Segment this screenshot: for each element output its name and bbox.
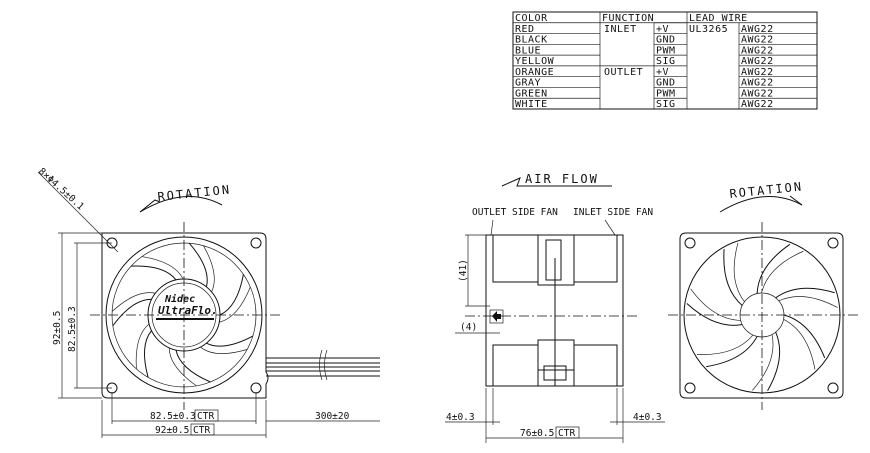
wire-table-gauge-cell: AWG22 <box>741 78 774 89</box>
dim-41: (41) <box>458 259 469 282</box>
fan-blade <box>767 332 781 392</box>
width-pitch-dim: 82.5±0.3 <box>150 411 196 422</box>
front-view: Nidec UltraFlo. ROTATION 8×Φ4.5±0.1 92±0… <box>36 166 380 438</box>
wire-table-side-cell: INLET <box>604 24 637 35</box>
fan-blade <box>131 265 177 281</box>
outlet-side-label: OUTLET SIDE FAN <box>472 207 558 218</box>
airflow-label: AIR FLOW <box>525 172 599 186</box>
wire-table-signal-cell: GND <box>656 78 676 89</box>
lead-length-dim: 300±20 <box>315 411 350 422</box>
wire-table-signal-cell: PWM <box>656 88 676 99</box>
ctr-box: CTR <box>558 428 575 439</box>
right-offset-dim: 4±0.3 <box>633 412 662 423</box>
fan-blade-edge <box>219 286 251 323</box>
wire-table-color-cell: BLUE <box>515 45 541 56</box>
nidec-ultraflo-logo: Nidec UltraFlo. <box>156 293 218 320</box>
fan-blade-edge <box>697 334 754 355</box>
fan-blade-edge <box>783 319 816 370</box>
fan-blade <box>723 249 743 306</box>
fan-blade-edge <box>141 256 184 280</box>
fan-blade-edge <box>168 347 197 387</box>
height-pitch-dim: 82.5±0.3 <box>67 306 78 352</box>
rotation-arrow <box>139 196 223 213</box>
wire-table-color-cell: BLACK <box>515 35 548 46</box>
wire-table-signal-cell: +V <box>656 24 669 35</box>
rotation-label-front: ROTATION <box>157 182 232 204</box>
fan-blade <box>756 243 791 294</box>
fan-blade-edge <box>761 250 804 294</box>
width-outer-dim: 92±0.5 <box>155 425 189 436</box>
fan-blade <box>188 242 208 287</box>
wire-table-color-cell: GREEN <box>515 88 548 99</box>
wire-table-gauge-cell: AWG22 <box>741 56 774 67</box>
depth-dim: 76±0.5 <box>520 428 554 439</box>
wire-table-gauge-cell: AWG22 <box>741 45 774 56</box>
wire-table: COLOR FUNCTION LEAD WIRE RED INLET +V UL326… <box>512 11 818 110</box>
fan-blade-edge <box>111 292 156 312</box>
height-outer-dim: 92±0.5 <box>52 311 63 345</box>
fan-blade-edge <box>733 242 745 302</box>
wire-table-gauge-cell: AWG22 <box>741 35 774 46</box>
wire-table-wire-cell: UL3265 <box>689 24 728 35</box>
fan-blade-edge <box>690 288 741 321</box>
fan-blade <box>112 298 152 327</box>
wire-table-signal-cell: SIG <box>656 99 676 110</box>
fan-blade <box>706 336 758 368</box>
wire-table-color-cell: RED <box>515 24 535 35</box>
wire-table-gauge-cell: AWG22 <box>741 67 774 78</box>
fan-blade <box>175 349 211 383</box>
dim-4: (4) <box>460 322 477 333</box>
fan-blade-edge <box>752 334 774 391</box>
fan-blade <box>775 287 835 299</box>
wire-table-signal-cell: +V <box>656 67 669 78</box>
hole-callout: 8×Φ4.5±0.1 <box>36 166 86 213</box>
wire-table-signal-cell: GND <box>656 35 676 46</box>
wire-table-signal-cell: SIG <box>656 56 676 67</box>
fan-blade <box>206 335 254 347</box>
lead-wires <box>266 349 380 381</box>
header-function: FUNCTION <box>602 13 654 24</box>
rear-view: ROTATION <box>668 179 858 410</box>
inlet-side-label: INLET SIDE FAN <box>573 207 653 218</box>
left-offset-dim: 4±0.3 <box>446 412 475 423</box>
fan-blade-edge <box>778 296 838 308</box>
wire-table-gauge-cell: AWG22 <box>741 24 774 35</box>
wire-table-color-cell: GRAY <box>515 78 541 89</box>
wire-table-color-cell: YELLOW <box>515 56 555 67</box>
fan-blade-edge <box>203 245 215 293</box>
logo-product: UltraFlo. <box>158 304 218 317</box>
fan-blade-edge <box>200 346 248 354</box>
fan-blade-edge <box>135 323 150 370</box>
wire-table-gauge-cell: AWG22 <box>741 88 774 99</box>
wire-table-color-cell: WHITE <box>515 99 548 110</box>
fan-blade <box>686 303 743 326</box>
wire-table-side-cell: OUTLET <box>604 67 643 78</box>
fan-blade <box>219 274 244 316</box>
logo-brand: Nidec <box>164 293 195 305</box>
wire-table-color-cell: ORANGE <box>515 67 554 78</box>
fan-blade <box>783 314 826 359</box>
side-view: AIR FLOW OUTLET SIDE FAN INLET SIDE FAN … <box>445 172 665 443</box>
wire-table-gauge-cell: AWG22 <box>741 99 774 110</box>
wire-table-signal-cell: PWM <box>656 45 676 56</box>
fan-blade <box>144 330 152 378</box>
header-lead-wire: LEAD WIRE <box>689 13 748 24</box>
ctr-box: CTR <box>193 425 210 436</box>
ctr-box: CTR <box>197 411 214 422</box>
header-color: COLOR <box>515 13 548 24</box>
airflow-direction-icon <box>492 311 501 322</box>
